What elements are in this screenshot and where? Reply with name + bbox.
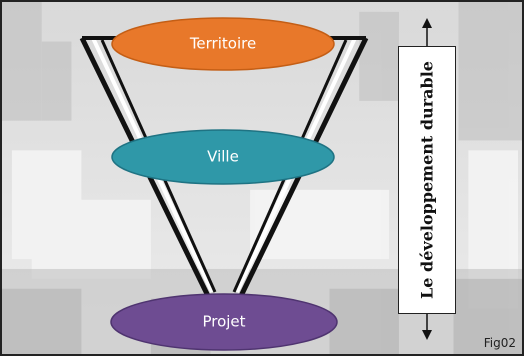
node-projet-label: Projet: [202, 313, 245, 331]
figure-number: Fig02: [483, 336, 516, 350]
node-projet: Projet: [110, 293, 338, 351]
arrow-down-icon: [422, 330, 432, 340]
side-label-text: Le développement durable: [417, 61, 437, 299]
node-ville: Ville: [111, 129, 335, 185]
arrow-up-icon: [422, 18, 432, 28]
node-ville-label: Ville: [207, 148, 239, 166]
node-territoire-label: Territoire: [189, 35, 256, 53]
side-label-box: Le développement durable: [398, 46, 456, 314]
node-territoire: Territoire: [111, 17, 335, 71]
